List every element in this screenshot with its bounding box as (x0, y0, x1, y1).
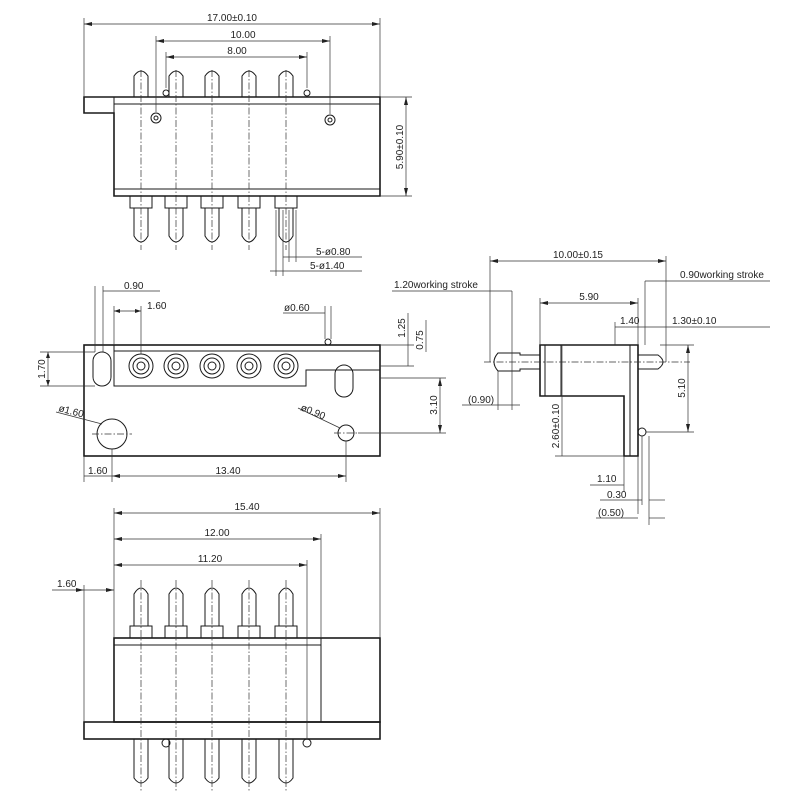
dim-slot-height: 1.70 (37, 359, 48, 379)
dim-left-margin: 1.60 (88, 466, 108, 477)
dim-small-hole-dia: ø0.60 (284, 303, 310, 314)
top-view-lower-pins (129, 195, 298, 243)
dim-outer-pin-span: 10.00 (230, 30, 255, 41)
bottom-view-base (83, 721, 381, 740)
front-view: 0.90 1.60 ø0.60 1.25 0.75 1.70 3.10 (37, 281, 446, 482)
dim-5-10: 5.10 (677, 378, 688, 398)
dim-bottom-left-offset: 1.60 (57, 579, 77, 590)
dim-first-pin-offset: 1.60 (147, 301, 167, 312)
dim-slot-offset: 0.90 (124, 281, 144, 292)
dim-2-60: 2.60±0.10 (551, 403, 562, 448)
side-view: 10.00±0.15 1.20working stroke 0.90workin… (392, 250, 770, 525)
dim-3-10: 3.10 (429, 395, 440, 415)
top-view-hole-right (324, 114, 336, 126)
top-view-hole-left (150, 112, 162, 124)
dim-inner-pin-span: 8.00 (227, 46, 247, 57)
top-view-housing (83, 96, 381, 197)
front-view-housing (83, 344, 381, 457)
bottom-view-lower-pins (133, 738, 312, 784)
front-view-right-slot (334, 364, 354, 398)
dim-1-30: 1.30±0.10 (672, 316, 717, 327)
bottom-view-housing (113, 637, 381, 723)
dim-0-90-ref: (0.90) (468, 395, 494, 406)
dim-mount-hole-dia: ø0.90 (299, 403, 327, 423)
top-view: 17.00±0.10 10.00 8.00 5.90±0.10 5-ø0.80 … (83, 13, 412, 276)
dim-0-75: 0.75 (415, 330, 426, 350)
front-view-left-slot (92, 351, 112, 387)
dim-housing-height: 5.90±0.10 (395, 124, 406, 169)
dim-0-50-ref: (0.50) (598, 508, 624, 519)
top-view-upper-pins (133, 70, 294, 97)
dim-working-stroke-right: 0.90working stroke (680, 270, 764, 281)
front-view-contacts (128, 353, 299, 379)
dim-hole-spacing: 13.40 (215, 466, 240, 477)
side-view-plunger-right (638, 354, 664, 370)
dim-overall-width: 17.00±0.10 (207, 13, 257, 24)
dim-large-hole-dia: ø1.60 (57, 403, 85, 420)
dim-working-stroke-left: 1.20working stroke (394, 280, 478, 291)
dim-11-20: 11.20 (198, 554, 223, 565)
dim-bottom-width: 15.40 (234, 502, 259, 513)
dim-1-10: 1.10 (597, 474, 617, 485)
dim-1-40: 1.40 (620, 316, 640, 327)
dim-pin-tip-dia: 5-ø0.80 (316, 247, 351, 258)
dim-total-length: 10.00±0.15 (553, 250, 603, 261)
dim-pin-body-dia: 5-ø1.40 (310, 261, 345, 272)
dim-0-30: 0.30 (607, 490, 627, 501)
dim-5-90: 5.90 (579, 292, 599, 303)
dim-1-25: 1.25 (397, 318, 408, 338)
bottom-view-upper-pins (129, 587, 298, 639)
dim-12-00: 12.00 (204, 528, 229, 539)
bottom-view: 15.40 12.00 11.20 1.60 (52, 502, 381, 792)
